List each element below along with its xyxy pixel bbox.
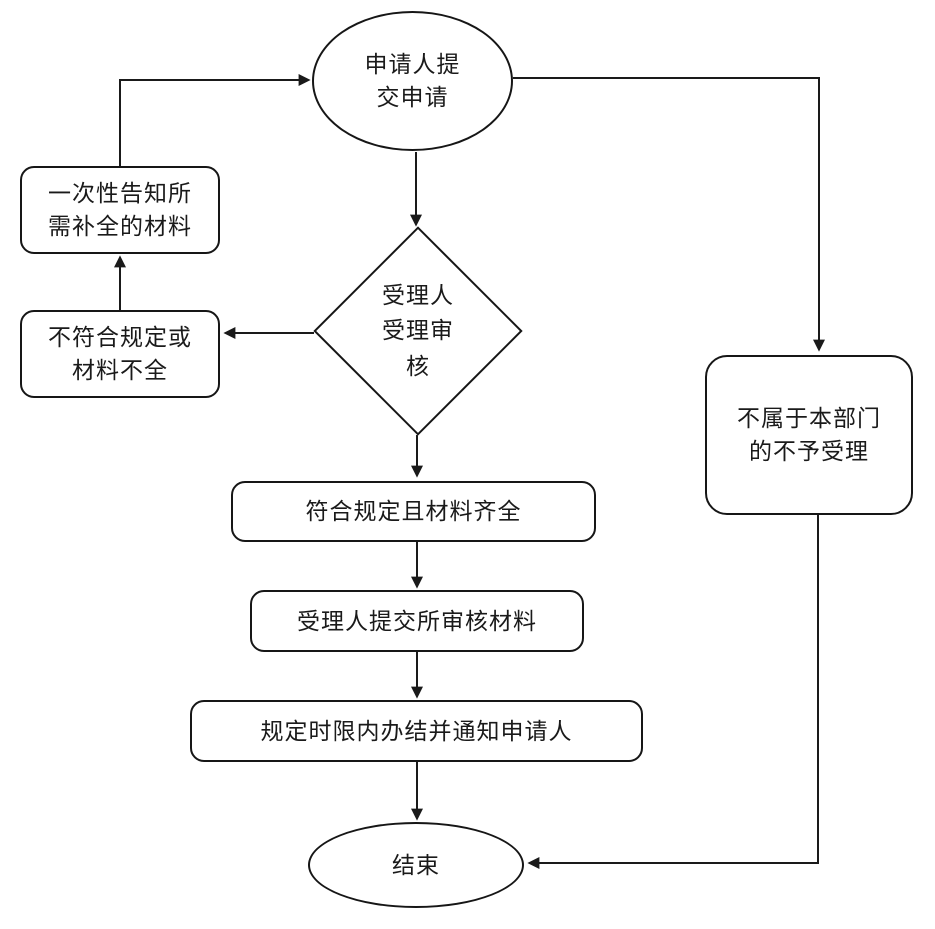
node-incomplete: 不符合规定或 材料不全 (20, 310, 220, 398)
node-reject: 不属于本部门 的不予受理 (705, 355, 913, 515)
node-complete: 规定时限内办结并通知申请人 (190, 700, 643, 762)
edge-reject-to-end (527, 515, 819, 869)
node-submit: 受理人提交所审核材料 (250, 590, 584, 652)
node-qualified-label: 符合规定且材料齐全 (305, 498, 522, 525)
node-incomplete-label: 不符合规定或 材料不全 (48, 324, 192, 383)
node-notify-label: 一次性告知所 需补全的材料 (48, 180, 192, 239)
node-end: 结束 (308, 822, 524, 908)
node-review: 受理人 受理审 核 (313, 226, 523, 436)
node-complete-label: 规定时限内办结并通知申请人 (260, 717, 573, 744)
node-end-label: 结束 (392, 851, 440, 878)
node-start-label: 申请人提 交申请 (364, 51, 461, 110)
node-start: 申请人提 交申请 (312, 11, 513, 151)
edge-start-to-reject (513, 77, 825, 352)
node-qualified: 符合规定且材料齐全 (231, 481, 596, 542)
node-review-label: 受理人 受理审 核 (382, 281, 454, 379)
node-reject-label: 不属于本部门 的不予受理 (737, 405, 881, 464)
node-notify: 一次性告知所 需补全的材料 (20, 166, 220, 254)
node-submit-label: 受理人提交所审核材料 (297, 607, 537, 634)
edge-notify-to-start (119, 74, 311, 166)
